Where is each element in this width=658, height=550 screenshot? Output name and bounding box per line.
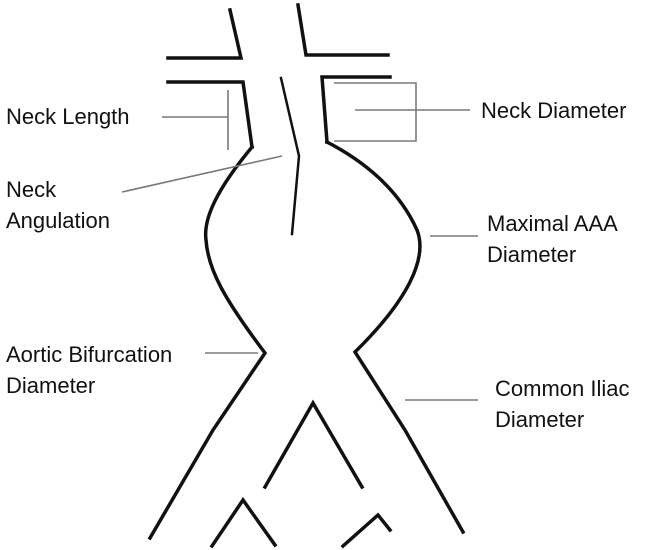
left-lower-branch <box>209 496 278 549</box>
neck-length-label: Neck Length <box>6 104 130 129</box>
aortic-bifurcation-label: Aortic Bifurcation Diameter <box>6 342 173 398</box>
upper-left-vessel-wall <box>166 7 244 60</box>
neck-angulation-label: Neck Angulation <box>6 177 110 233</box>
left-neck-bar <box>166 80 254 149</box>
right-lower-branch <box>340 512 393 549</box>
neck-diameter-box <box>334 82 417 142</box>
iliac-crotch <box>262 399 365 490</box>
maximal-aaa-diameter-label: Maximal AAA Diameter <box>487 211 618 267</box>
neck-angulation-leader <box>121 155 283 193</box>
left-aneurysm-wall <box>147 144 268 541</box>
common-iliac-diameter-label: Common Iliac Diameter <box>495 376 630 432</box>
upper-right-vessel-wall <box>295 2 390 57</box>
right-neck-bar <box>320 75 392 144</box>
right-aneurysm-wall <box>324 139 466 535</box>
neck-diameter-label: Neck Diameter <box>481 98 627 123</box>
neck-angulation-line <box>279 76 301 236</box>
